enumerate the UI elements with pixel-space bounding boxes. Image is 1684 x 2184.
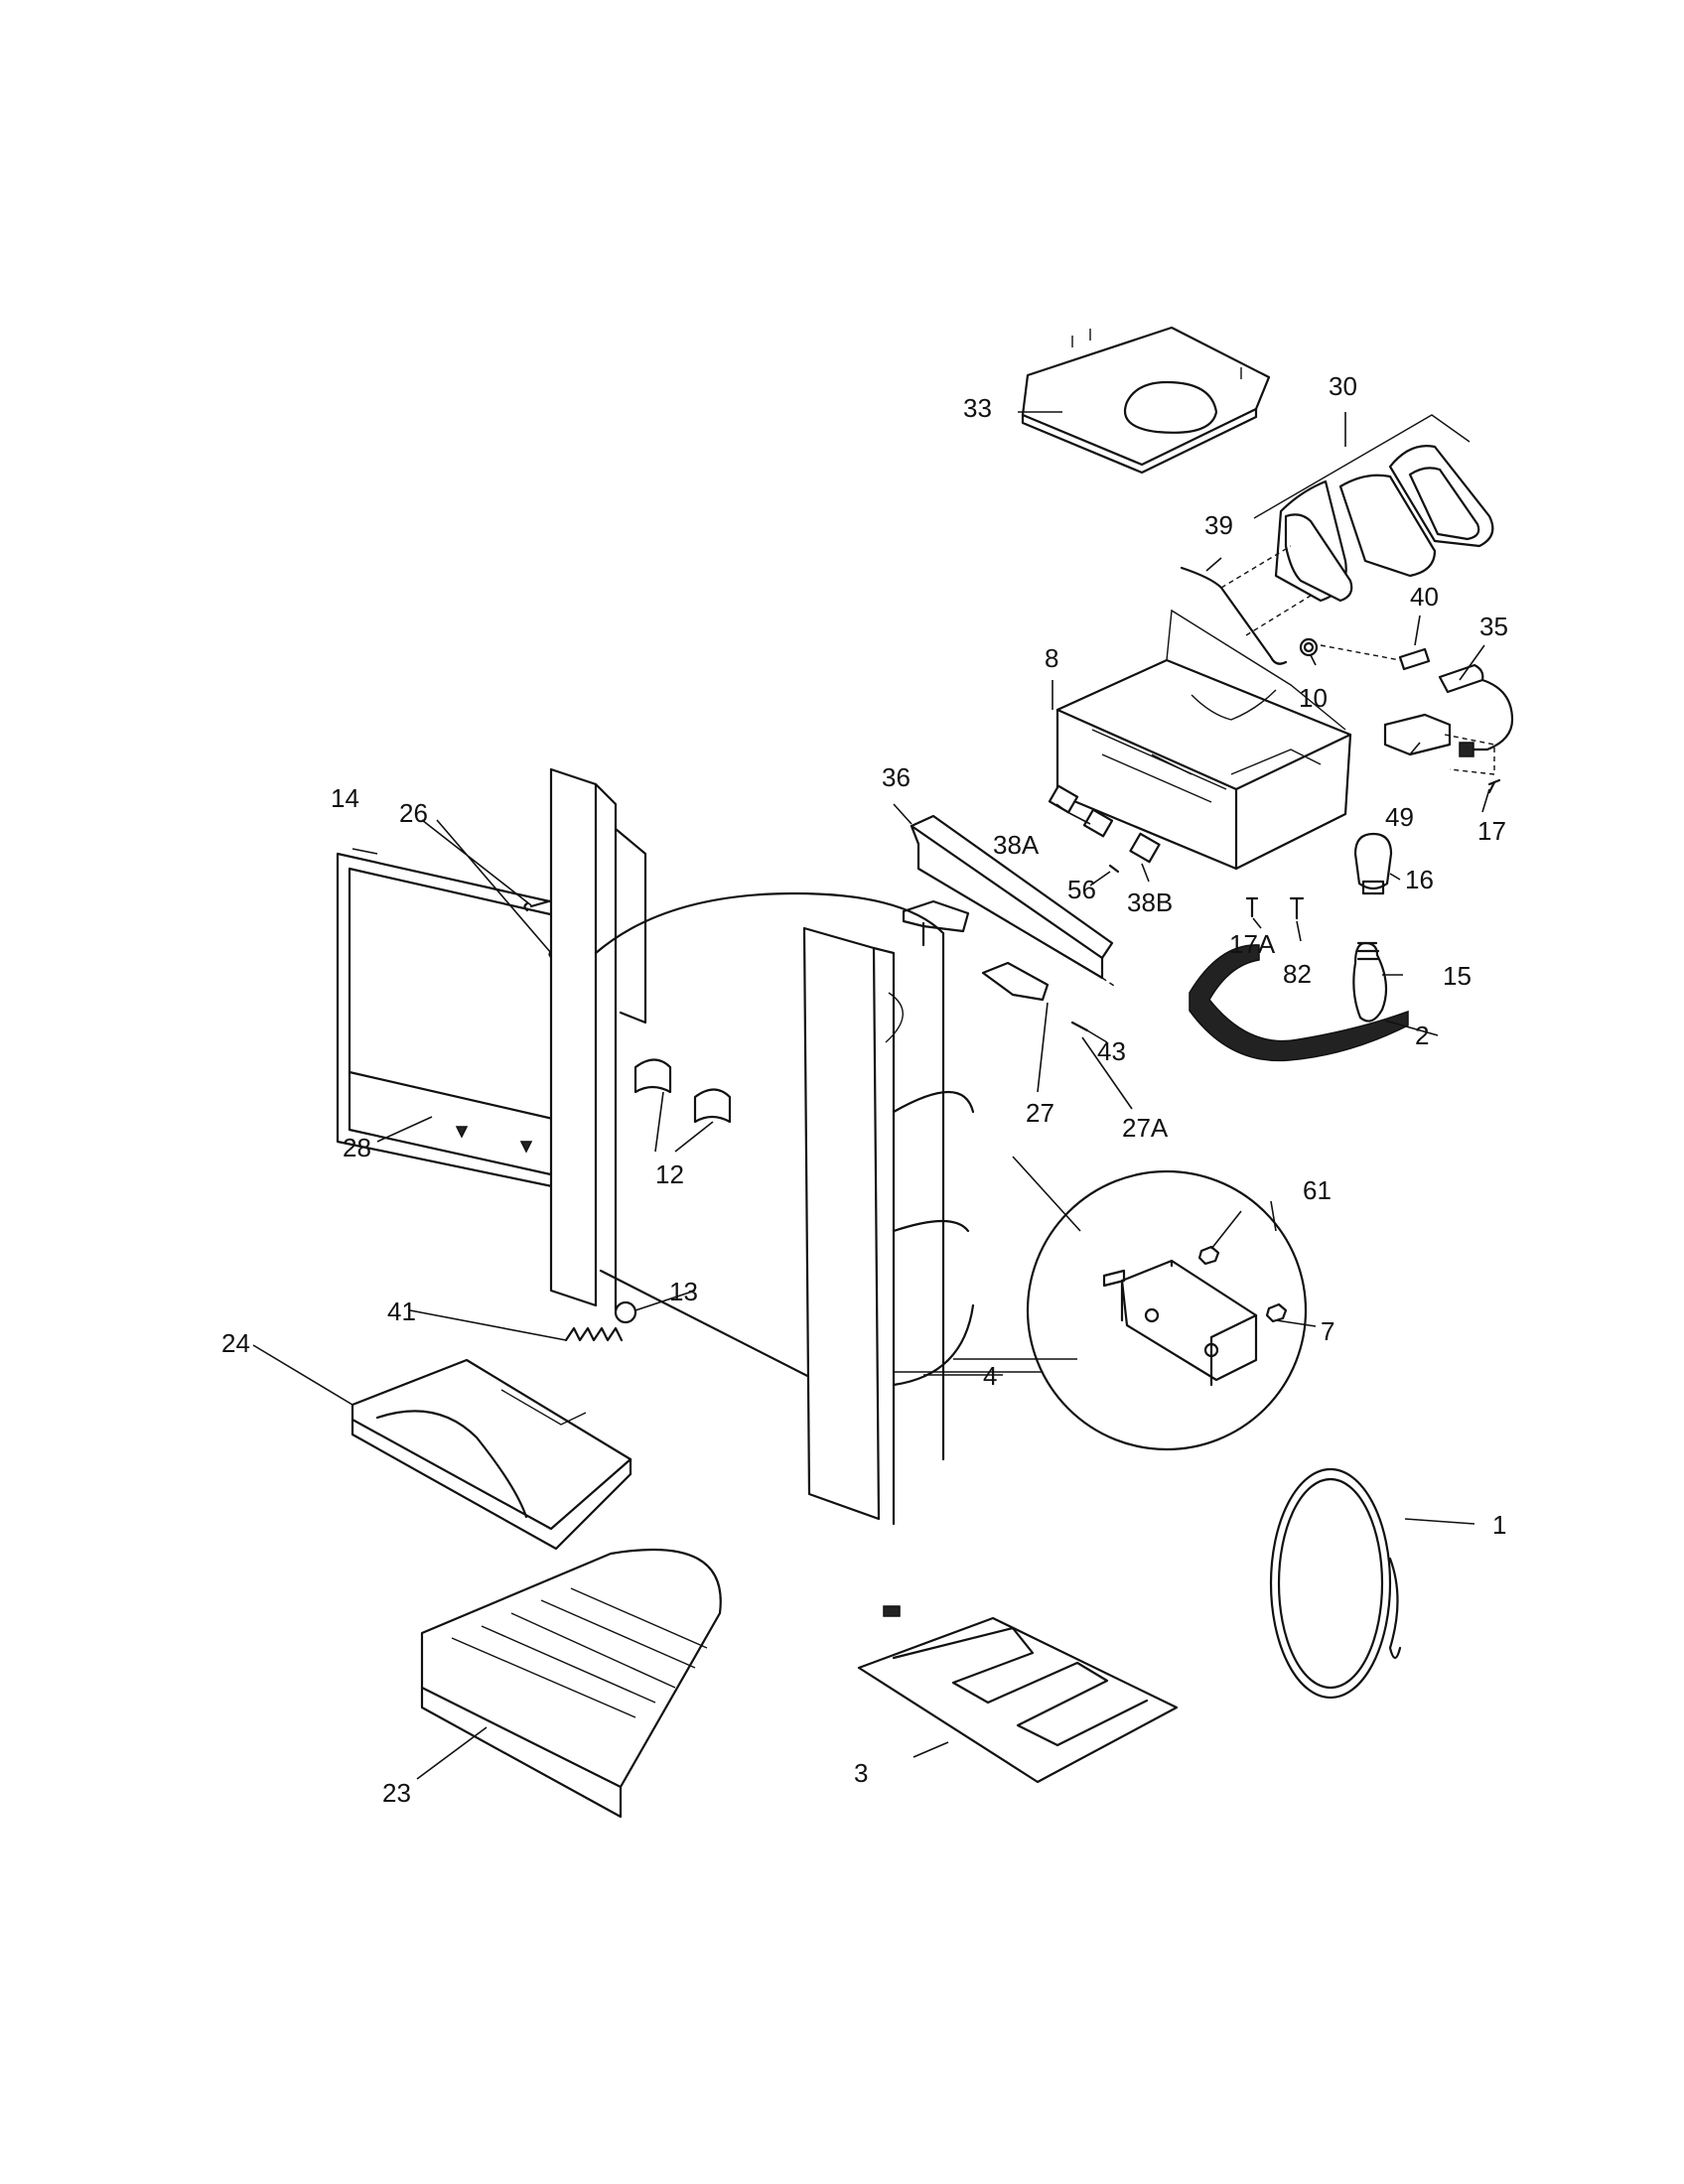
callout-28: 28	[343, 1133, 371, 1162]
callout-24: 24	[221, 1328, 250, 1358]
callout-17a: 17A	[1229, 929, 1276, 959]
part-3-heater	[857, 1605, 1179, 1784]
part-40-pin	[1320, 644, 1431, 671]
callout-labels: 33 30 39 40 35 10 8 36 49 17 38A 16 56 3…	[221, 371, 1508, 1808]
callout-7: 7	[1321, 1316, 1334, 1346]
callout-15: 15	[1443, 961, 1472, 991]
part-17-screw	[1487, 778, 1501, 794]
part-39-actuator-wire	[1180, 545, 1312, 665]
part-4-main-housing	[549, 767, 975, 1526]
callout-1: 1	[1492, 1510, 1506, 1540]
callout-12: 12	[655, 1160, 684, 1189]
part-49-bracket	[1383, 713, 1495, 775]
callout-10: 10	[1299, 683, 1328, 713]
callout-8: 8	[1045, 643, 1058, 673]
part-82-screw	[1289, 896, 1305, 920]
callout-27a: 27A	[1122, 1113, 1169, 1143]
part-24-drip-tray	[351, 1358, 632, 1551]
callout-27: 27	[1026, 1098, 1054, 1128]
callout-4: 4	[983, 1361, 997, 1391]
callout-3: 3	[854, 1758, 868, 1788]
callout-56: 56	[1067, 875, 1096, 904]
callout-14: 14	[331, 783, 359, 813]
part-27-lever	[902, 899, 970, 947]
callout-38b: 38B	[1127, 887, 1173, 917]
callout-41: 41	[387, 1297, 416, 1326]
callout-30: 30	[1329, 371, 1357, 401]
part-27a-lever	[981, 961, 1050, 1002]
callout-17: 17	[1477, 816, 1506, 846]
callout-33: 33	[963, 393, 992, 423]
part-38b-switch	[1129, 832, 1161, 864]
part-36-panel	[910, 814, 1118, 989]
part-28-display-panel	[336, 852, 583, 1193]
callout-61: 61	[1303, 1175, 1332, 1205]
callout-49: 49	[1385, 802, 1414, 832]
part-17a-screw	[1245, 896, 1259, 918]
callout-40: 40	[1410, 582, 1439, 612]
callout-39: 39	[1204, 510, 1233, 540]
callout-26: 26	[399, 798, 428, 828]
part-13-grommet	[614, 1300, 637, 1324]
callout-35: 35	[1479, 612, 1508, 641]
callout-82: 82	[1283, 959, 1312, 989]
callout-23: 23	[382, 1778, 411, 1808]
callout-13: 13	[669, 1277, 698, 1306]
part-2-trim	[1189, 944, 1409, 1062]
callout-16: 16	[1405, 865, 1434, 894]
callout-2: 2	[1415, 1021, 1429, 1050]
part-1-heater-loop	[1269, 1467, 1402, 1700]
part-12-clips	[633, 1058, 732, 1124]
leader-lines	[252, 411, 1490, 1780]
part-15-bulb	[1352, 941, 1388, 1023]
part-10-spring	[1299, 637, 1319, 657]
part-43-screw	[1070, 1021, 1089, 1032]
part-30-door-assembly	[1253, 414, 1494, 603]
detail-switch-inset	[1026, 1169, 1308, 1451]
part-35-solenoid	[1438, 663, 1514, 757]
callout-36: 36	[882, 762, 911, 792]
part-41-spring	[564, 1326, 624, 1342]
part-16-socket	[1353, 832, 1393, 895]
part-33-cover-plate	[1021, 326, 1271, 475]
part-23-ice-container	[420, 1548, 722, 1819]
callout-43: 43	[1097, 1036, 1126, 1066]
part-56-screw	[1108, 864, 1120, 874]
callout-38a: 38A	[993, 830, 1040, 860]
